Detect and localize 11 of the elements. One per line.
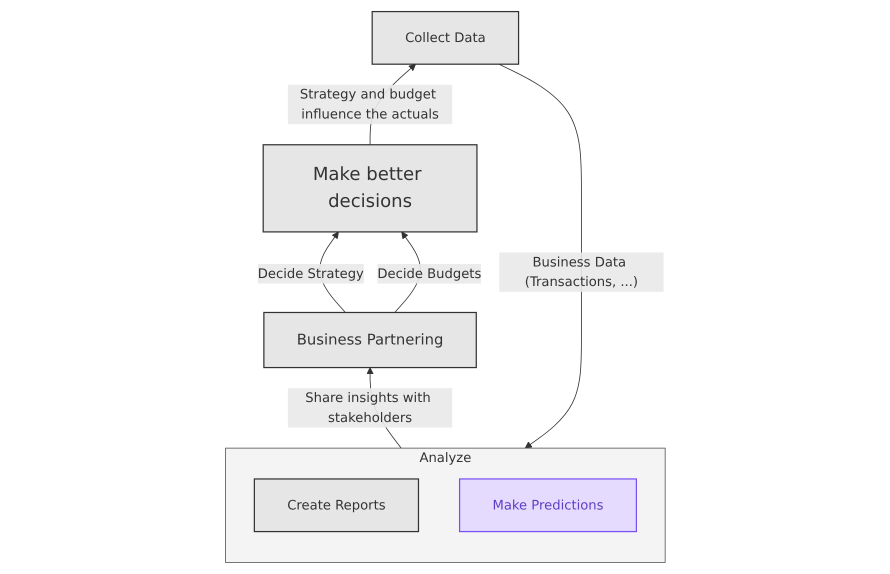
node-box: Make better decisions (262, 144, 478, 233)
edge-label: Share insights with stakeholders (304, 390, 430, 426)
edge-label: Decide Budgets (377, 266, 481, 282)
arrow (498, 64, 582, 448)
node-box: Make Predictions (458, 478, 637, 532)
edge-label: Decide Strategy (257, 266, 364, 282)
node-box: Collect Data (371, 10, 519, 65)
edge-label: Business Data (Transactions, ...) (524, 254, 638, 290)
edge-label: Strategy and budget influence the actuals (300, 86, 439, 122)
node-box: Create Reports (253, 478, 419, 532)
node-box: Business Partnering (262, 312, 477, 368)
